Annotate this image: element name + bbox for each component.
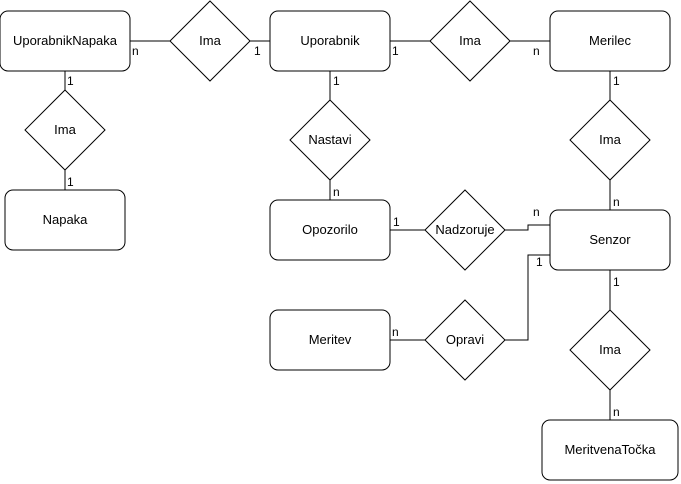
cardinality-label: n	[392, 325, 399, 339]
cardinality-label: n	[333, 185, 340, 199]
relationship-ima-uporabnik-merilec[interactable]: Ima	[429, 0, 511, 82]
relationship-label: Ima	[599, 132, 621, 147]
relationship-ima-uporabniknapaka-uporabnik[interactable]: Ima	[169, 0, 251, 82]
relationship-ima-senzor-meritvenatocka[interactable]: Ima	[569, 309, 651, 391]
entity-label: Uporabnik	[300, 33, 360, 48]
entity-label: Napaka	[43, 212, 89, 227]
relationship-label: Ima	[599, 342, 621, 357]
relationship-ima-uporabniknapaka-napaka[interactable]: Ima	[24, 89, 106, 171]
entity-senzor[interactable]: Senzor	[549, 209, 671, 271]
cardinality-label: 1	[392, 44, 399, 58]
cardinality-label: 1	[536, 255, 543, 269]
entity-label: UporabnikNapaka	[13, 33, 118, 48]
cardinality-label: 1	[67, 74, 74, 88]
relationship-label: Nadzoruje	[435, 222, 494, 237]
edges	[64, 40, 611, 420]
entity-meritvenatocka[interactable]: MeritvenaTočka	[541, 419, 679, 481]
cardinality-label: n	[613, 405, 620, 419]
relationship-opravi[interactable]: Opravi	[424, 299, 506, 381]
cardinality-label: n	[132, 44, 139, 58]
entity-uporabnik[interactable]: Uporabnik	[269, 10, 391, 72]
entity-label: Merilec	[589, 33, 631, 48]
edge-opravi-senzor	[505, 254, 550, 341]
cardinality-label: n	[613, 195, 620, 209]
relationship-label: Nastavi	[308, 132, 351, 147]
entity-label: Senzor	[589, 232, 631, 247]
cardinality-label: 1	[613, 275, 620, 289]
edge-nadzoruje-senzor	[505, 224, 550, 231]
entity-uporabniknapaka[interactable]: UporabnikNapaka	[0, 10, 131, 72]
cardinalities: n 1 1 n 1 1 1 n 1 n 1 n 1 n 1 n	[67, 44, 620, 419]
entity-napaka[interactable]: Napaka	[4, 189, 126, 251]
relationship-label: Ima	[459, 33, 481, 48]
cardinality-label: 1	[254, 44, 261, 58]
entity-opozorilo[interactable]: Opozorilo	[269, 199, 391, 261]
relationship-label: Opravi	[446, 332, 484, 347]
relationship-label: Ima	[54, 122, 76, 137]
relationship-nadzoruje[interactable]: Nadzoruje	[424, 189, 506, 271]
relationship-ima-merilec-senzor[interactable]: Ima	[569, 99, 651, 181]
cardinality-label: n	[533, 44, 540, 58]
relationship-nastavi[interactable]: Nastavi	[289, 99, 371, 181]
cardinality-label: 1	[333, 74, 340, 88]
cardinality-label: 1	[67, 175, 74, 189]
entity-label: Opozorilo	[302, 222, 358, 237]
cardinality-label: n	[533, 205, 540, 219]
entity-merilec[interactable]: Merilec	[549, 10, 671, 72]
entity-label: MeritvenaTočka	[564, 442, 656, 457]
cardinality-label: 1	[613, 74, 620, 88]
entity-label: Meritev	[309, 332, 352, 347]
cardinality-label: 1	[393, 215, 400, 229]
relationship-label: Ima	[199, 33, 221, 48]
entity-meritev[interactable]: Meritev	[269, 309, 391, 371]
